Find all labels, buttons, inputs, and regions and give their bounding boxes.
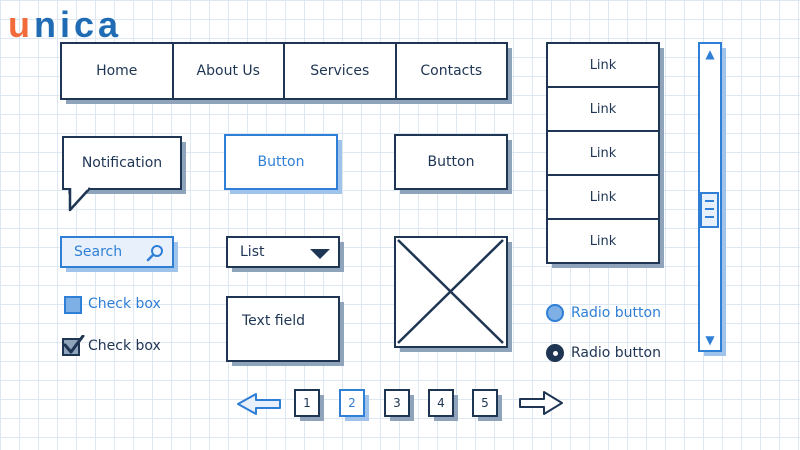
- radio-label: Radio button: [571, 345, 661, 361]
- nav-item-about-us[interactable]: About Us: [174, 44, 285, 98]
- notification-bubble: Notification: [62, 136, 182, 190]
- secondary-button[interactable]: Button: [394, 134, 508, 190]
- text-field[interactable]: Text field: [226, 296, 340, 362]
- radio-button-selected[interactable]: [546, 344, 564, 362]
- nav-bar: Home About Us Services Contacts: [60, 42, 508, 100]
- scroll-up-icon[interactable]: ▲: [705, 47, 715, 61]
- primary-button[interactable]: Button: [224, 134, 338, 190]
- checkbox-label: Check box: [88, 296, 161, 312]
- logo-rest: nica: [34, 4, 123, 45]
- arrow-left-icon[interactable]: [236, 392, 282, 416]
- radio-button-unselected[interactable]: [546, 304, 564, 322]
- link-item[interactable]: Link: [589, 233, 617, 249]
- logo-first-letter: u: [8, 4, 34, 45]
- page-number: 5: [481, 396, 489, 410]
- chevron-down-icon[interactable]: [310, 249, 330, 259]
- search-placeholder: Search: [74, 244, 123, 260]
- checkbox-label: Check box: [88, 338, 161, 354]
- image-placeholder-icon: [397, 239, 504, 344]
- list-dropdown[interactable]: List: [226, 236, 340, 268]
- link-item[interactable]: Link: [548, 132, 658, 176]
- scroll-thumb[interactable]: [700, 192, 719, 228]
- link-item[interactable]: Link: [548, 176, 658, 220]
- arrow-right-icon[interactable]: [518, 390, 564, 416]
- page-number: 4: [437, 396, 445, 410]
- link-item[interactable]: Link: [548, 88, 658, 132]
- search-icon[interactable]: [146, 244, 164, 262]
- speech-tail-icon: [68, 186, 91, 212]
- vertical-scrollbar[interactable]: ▲ ▼: [698, 42, 722, 352]
- checkbox-unchecked[interactable]: [64, 296, 82, 314]
- primary-button-label: Button: [257, 154, 305, 170]
- unica-logo: unica: [8, 4, 122, 46]
- page-button-3[interactable]: 3: [384, 389, 410, 417]
- link-item[interactable]: Link: [548, 44, 658, 88]
- nav-item-contacts[interactable]: Contacts: [420, 63, 483, 79]
- nav-item-home[interactable]: Home: [62, 44, 174, 98]
- image-placeholder: [394, 236, 508, 348]
- notification-label: Notification: [81, 155, 163, 171]
- scroll-down-icon[interactable]: ▼: [705, 333, 715, 347]
- page-button-5[interactable]: 5: [472, 389, 498, 417]
- checkmark-icon: [63, 335, 85, 354]
- checkbox-checked[interactable]: [62, 335, 85, 356]
- page-button-4[interactable]: 4: [428, 389, 454, 417]
- link-list: Link Link Link Link Link: [546, 42, 660, 264]
- list-selected-value: List: [240, 244, 265, 260]
- page-number: 1: [303, 396, 311, 410]
- search-input[interactable]: Search: [60, 236, 174, 268]
- nav-item-services[interactable]: Services: [285, 44, 397, 98]
- page-button-1[interactable]: 1: [294, 389, 320, 417]
- page-number: 2: [348, 396, 356, 410]
- radio-label: Radio button: [571, 305, 661, 321]
- secondary-button-label: Button: [427, 154, 475, 170]
- page-number: 3: [393, 396, 401, 410]
- text-field-label: Text field: [242, 313, 305, 329]
- page-button-2-current[interactable]: 2: [339, 389, 365, 417]
